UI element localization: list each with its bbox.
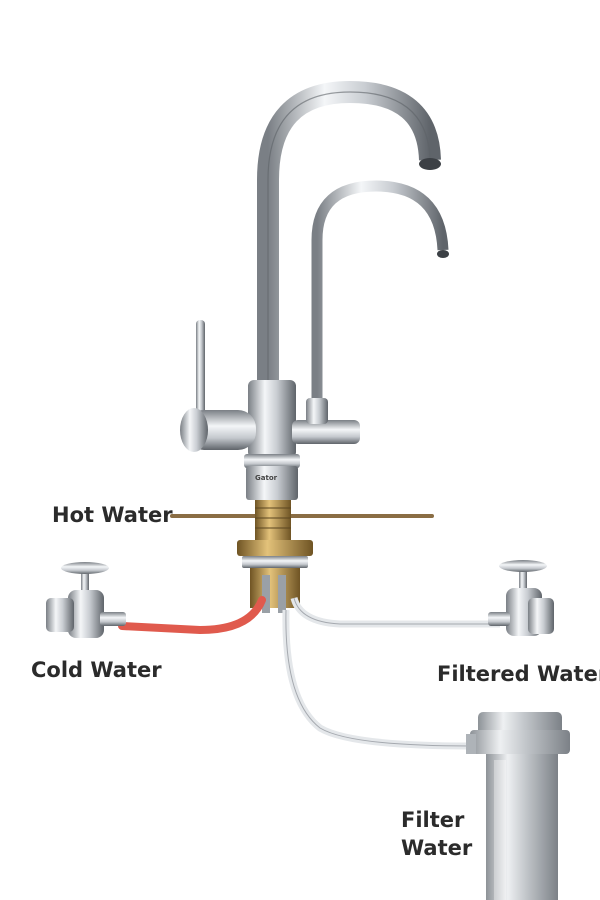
filtered-water-tube bbox=[290, 596, 500, 628]
water-filter-cartridge bbox=[466, 712, 570, 900]
cold-water-valve bbox=[46, 562, 126, 638]
main-spout bbox=[257, 80, 441, 400]
filtered-water-valve bbox=[488, 560, 554, 636]
brand-logo: Gator bbox=[255, 474, 278, 482]
filter-water-label-line2: Water bbox=[401, 836, 473, 860]
main-spout-tip bbox=[419, 158, 441, 170]
faucet-body bbox=[248, 380, 296, 458]
hot-water-label: Hot Water bbox=[52, 503, 173, 527]
brass-shank bbox=[255, 500, 291, 540]
filtered-spout bbox=[311, 180, 449, 412]
lever-handle bbox=[196, 320, 205, 418]
cold-water-label: Cold Water bbox=[31, 658, 162, 682]
filter-water-label-line1: Filter bbox=[401, 808, 465, 832]
filtered-spout-tip bbox=[437, 250, 449, 258]
cold-water-hose bbox=[118, 596, 266, 635]
mounting-nut bbox=[237, 540, 313, 556]
filtered-water-label: Filtered Water bbox=[437, 662, 600, 686]
